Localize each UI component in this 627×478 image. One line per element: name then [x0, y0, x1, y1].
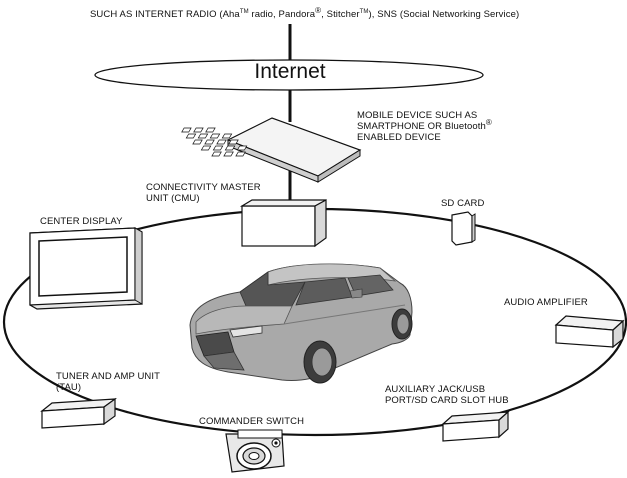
- internet-label: Internet: [254, 60, 326, 83]
- header-part3: , Stitcher: [321, 9, 360, 20]
- header-reg: ®: [315, 5, 322, 15]
- tau-box-icon: [40, 397, 118, 429]
- cmu-box-icon: [239, 198, 327, 248]
- mobile-device-label-line2-text: SMARTPHONE OR Bluetooth: [357, 121, 486, 132]
- aux-hub-label-line1: AUXILIARY JACK/USB: [385, 384, 486, 395]
- aux-hub-label-line2: PORT/SD CARD SLOT HUB: [385, 395, 509, 406]
- tau-label: TUNER AND AMP UNIT (TAU): [56, 371, 160, 393]
- mobile-device-label: MOBILE DEVICE SUCH AS SMARTPHONE OR Blue…: [357, 110, 492, 143]
- header-part2: radio, Pandora: [248, 9, 316, 20]
- mobile-device-label-line1: MOBILE DEVICE SUCH AS: [357, 110, 478, 121]
- cmu-label-line2: UNIT (CMU): [146, 193, 200, 204]
- audio-amplifier-label: AUDIO AMPLIFIER: [504, 297, 588, 308]
- header-part4: ), SNS (Social Networking Service): [368, 9, 520, 20]
- aux-hub-label: AUXILIARY JACK/USB PORT/SD CARD SLOT HUB: [385, 384, 509, 406]
- commander-switch-icon: [225, 429, 285, 473]
- center-display-icon: [29, 227, 143, 310]
- mobile-device-label-reg: ®: [485, 117, 492, 127]
- cmu-label: CONNECTIVITY MASTER UNIT (CMU): [146, 182, 261, 204]
- header-part1: SUCH AS INTERNET RADIO (Aha: [90, 9, 240, 20]
- cmu-label-line1: CONNECTIVITY MASTER: [146, 182, 261, 193]
- vehicle-suv-image: [189, 263, 413, 384]
- header-tm1: TM: [239, 8, 249, 15]
- mobile-device-icon: [181, 117, 362, 183]
- mobile-device-label-line3: ENABLED DEVICE: [357, 132, 441, 143]
- internet-cloud: [94, 59, 484, 91]
- sd-card-label: SD CARD: [441, 198, 485, 209]
- commander-switch-label: COMMANDER SWITCH: [199, 416, 305, 427]
- sd-card-icon: [451, 211, 476, 246]
- tau-label-line1: TUNER AND AMP UNIT: [56, 371, 161, 382]
- aux-usb-hub-icon: [441, 410, 510, 442]
- tau-label-line2: (TAU): [56, 382, 82, 393]
- audio-amplifier-icon: [554, 315, 625, 349]
- header-text: SUCH AS INTERNET RADIO (AhaTM radio, Pan…: [90, 5, 520, 20]
- center-display-label: CENTER DISPLAY: [40, 216, 123, 227]
- header-tm2: TM: [359, 8, 369, 15]
- mobile-device-label-line2: SMARTPHONE OR Bluetooth®: [357, 117, 492, 132]
